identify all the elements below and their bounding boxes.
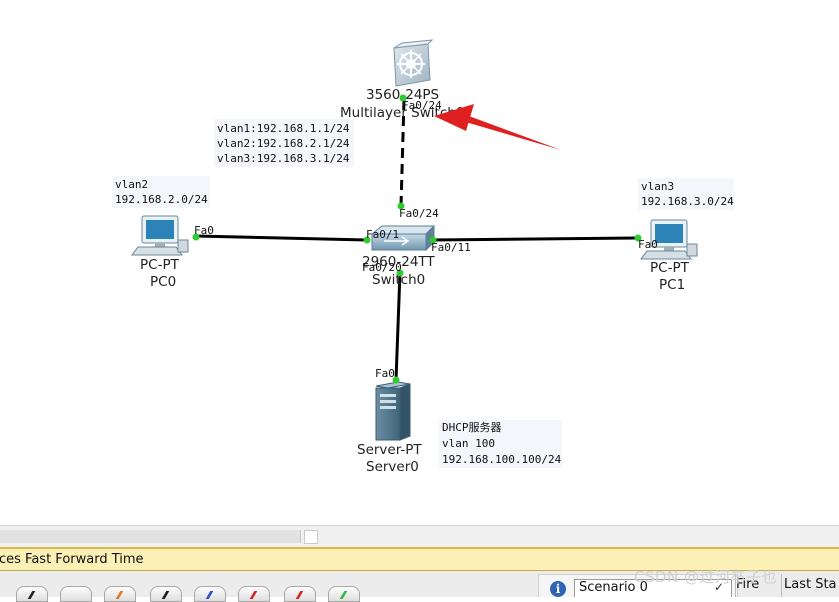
network-topology: 3560-24PS Multilayer Switch0 2960-24TT S… [112, 39, 734, 475]
multilayer-switch-icon[interactable] [393, 39, 434, 87]
pdu-tool-button-4[interactable] [150, 586, 182, 602]
link-pc0-switch[interactable] [195, 234, 368, 242]
switch-icon[interactable] [370, 224, 436, 252]
scenario-select[interactable]: Scenario 0 [574, 579, 732, 597]
port-label-sw-fa0-24: Fa0/24 [399, 207, 439, 220]
port-led-server-fa0 [392, 376, 400, 384]
watermark: CSDN @过河卒子也 [634, 568, 778, 586]
link-switch-server[interactable] [394, 271, 402, 381]
horizontal-scrollbar[interactable] [0, 525, 839, 548]
pc1-icon[interactable] [640, 219, 698, 260]
pc0-name: PC0 [150, 274, 176, 290]
note-server-ip: 192.168.100.100/24 [442, 453, 562, 466]
note-ml-vlan3: vlan3:192.168.3.1/24 [217, 152, 350, 165]
note-multilayer-vlans-bg [214, 119, 354, 167]
port-label-sw-fa0-20: Fa0/20 [362, 261, 402, 274]
info-icon[interactable]: i [550, 581, 566, 597]
port-led-sw-fa0-24 [397, 202, 405, 210]
server-model: Server-PT [357, 442, 422, 458]
note-ml-vlan2: vlan2:192.168.2.1/24 [217, 137, 350, 150]
pdu-tool-button-1[interactable] [16, 586, 48, 602]
pc0-icon[interactable] [131, 215, 189, 256]
server-name: Server0 [366, 459, 419, 475]
status-bar-text: ces Fast Forward Time [0, 552, 144, 567]
port-led-pc0-fa0 [192, 233, 200, 241]
port-led-sw-fa0-11 [429, 236, 437, 244]
note-pc0-subnet: 192.168.2.0/24 [115, 193, 208, 206]
status-bar: ces Fast Forward Time [0, 547, 839, 571]
scrollbar-handle[interactable] [304, 530, 318, 544]
switch-model: 2960-24TT [362, 254, 435, 270]
port-label-pc1-fa0: Fa0 [638, 238, 658, 251]
note-pc1-vlan: vlan3 [641, 180, 674, 193]
switch-name: Switch0 [372, 272, 425, 288]
port-led-sw-fa0-20 [396, 269, 404, 277]
note-pc0-bg [112, 176, 210, 208]
pdu-tool-button-7[interactable] [284, 586, 316, 602]
note-pc0-vlan: vlan2 [115, 178, 148, 191]
port-label-sw-fa0-1: Fa0/1 [366, 228, 399, 241]
note-pc1-subnet: 192.168.3.0/24 [641, 195, 734, 208]
port-label-sw-fa0-11: Fa0/11 [431, 241, 471, 254]
chevron-down-icon[interactable]: ✓ [714, 580, 725, 594]
link-switch-pc1[interactable] [431, 236, 639, 242]
port-label-ml-fa0-24: Fa0/24 [402, 99, 442, 112]
column-divider-2 [781, 574, 782, 597]
pdu-tool-button-5[interactable] [194, 586, 226, 602]
note-server-bg [439, 420, 562, 468]
port-label-pc0-fa0: Fa0 [194, 224, 214, 237]
scrollbar-thumb[interactable] [0, 530, 301, 543]
pdu-tool-button-3[interactable] [104, 586, 136, 602]
annotation-arrow-icon [434, 104, 561, 150]
pdu-tool-button-2[interactable] [60, 586, 92, 602]
note-server-vlan: vlan 100 [442, 437, 495, 450]
pc1-name: PC1 [659, 277, 685, 293]
port-led-pc1-fa0 [634, 234, 642, 242]
note-ml-vlan1: vlan1:192.168.1.1/24 [217, 122, 350, 135]
note-pc1-bg [638, 178, 734, 210]
column-divider [735, 574, 736, 597]
pdu-tool-button-6[interactable] [238, 586, 270, 602]
note-server-role: DHCP服务器 [442, 421, 502, 434]
pc0-model: PC-PT [140, 257, 180, 273]
port-led-sw-fa0-1 [363, 236, 371, 244]
logical-workspace[interactable]: 3560-24PS Multilayer Switch0 2960-24TT S… [0, 0, 839, 525]
fire-column-header[interactable]: Fire [736, 577, 760, 592]
server-icon[interactable] [375, 381, 411, 441]
last-status-column-header[interactable]: Last Sta [784, 577, 837, 592]
link-multilayer-switch[interactable] [399, 99, 406, 207]
port-label-server-fa0: Fa0 [375, 367, 395, 380]
port-led-ml-fa0-24 [399, 94, 407, 102]
multilayer-switch-name: Multilayer Switch0 [340, 105, 464, 121]
pdu-tool-button-8[interactable] [328, 586, 360, 602]
pc1-model: PC-PT [650, 260, 690, 276]
